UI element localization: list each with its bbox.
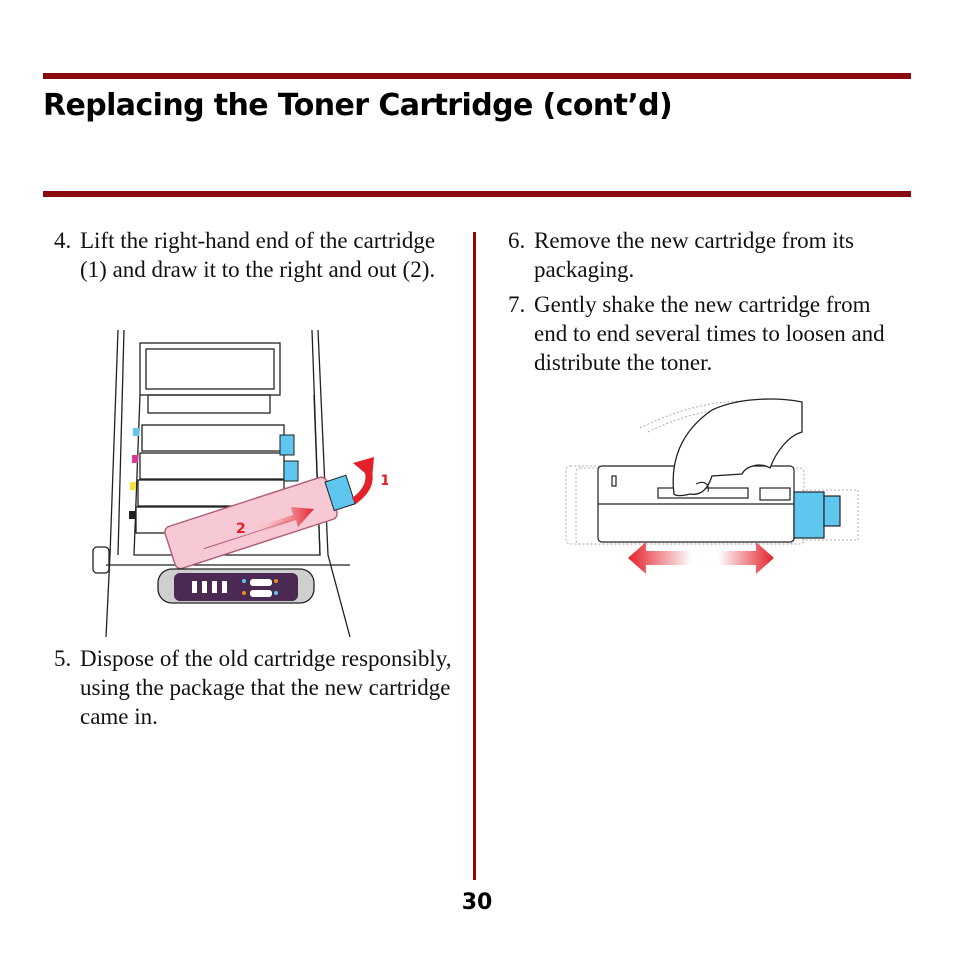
figure-remove-cartridge: 1 2 <box>92 329 388 638</box>
slot-tab-magenta <box>132 455 138 463</box>
step-text: Lift the right-hand end of the cartridge… <box>80 228 436 282</box>
step-number: 5. <box>54 646 72 671</box>
step-text: Gently shake the new cartridge from end … <box>534 292 885 375</box>
header-rule-top <box>43 73 911 79</box>
page-title: Replacing the Toner Cartridge (cont’d) <box>43 88 673 123</box>
page-number: 30 <box>461 890 493 915</box>
slot-tab-cyan <box>133 428 139 436</box>
header-rule-bottom <box>43 191 911 197</box>
step-text: Dispose of the old cartridge responsibly… <box>80 646 452 729</box>
hand-icon <box>672 398 803 497</box>
new-cartridge <box>597 465 841 543</box>
step-4: 4. Lift the right-hand end of the cartri… <box>54 226 454 284</box>
step-number: 6. <box>508 228 526 253</box>
callout-1: 1 <box>380 473 388 489</box>
cartridge-cap <box>279 434 295 456</box>
step-number: 7. <box>508 292 526 317</box>
step-text: Remove the new cartridge from its packag… <box>534 228 854 282</box>
control-panel <box>157 568 315 604</box>
figure-shake-cartridge <box>565 398 859 574</box>
arrow-left-icon <box>628 542 692 574</box>
slot-tab-yellow <box>130 482 136 490</box>
step-7: 7. Gently shake the new cartridge from e… <box>508 290 908 377</box>
arrow-right-icon <box>718 542 774 574</box>
step-5: 5. Dispose of the old cartridge responsi… <box>54 644 454 731</box>
step-number: 4. <box>54 228 72 253</box>
arrow-2-icon <box>238 507 314 539</box>
slot-tab-black <box>129 511 135 519</box>
cartridge-cap <box>283 460 299 482</box>
step-6: 6. Remove the new cartridge from its pac… <box>508 226 908 284</box>
column-divider <box>473 232 476 880</box>
callout-2: 2 <box>236 521 246 537</box>
